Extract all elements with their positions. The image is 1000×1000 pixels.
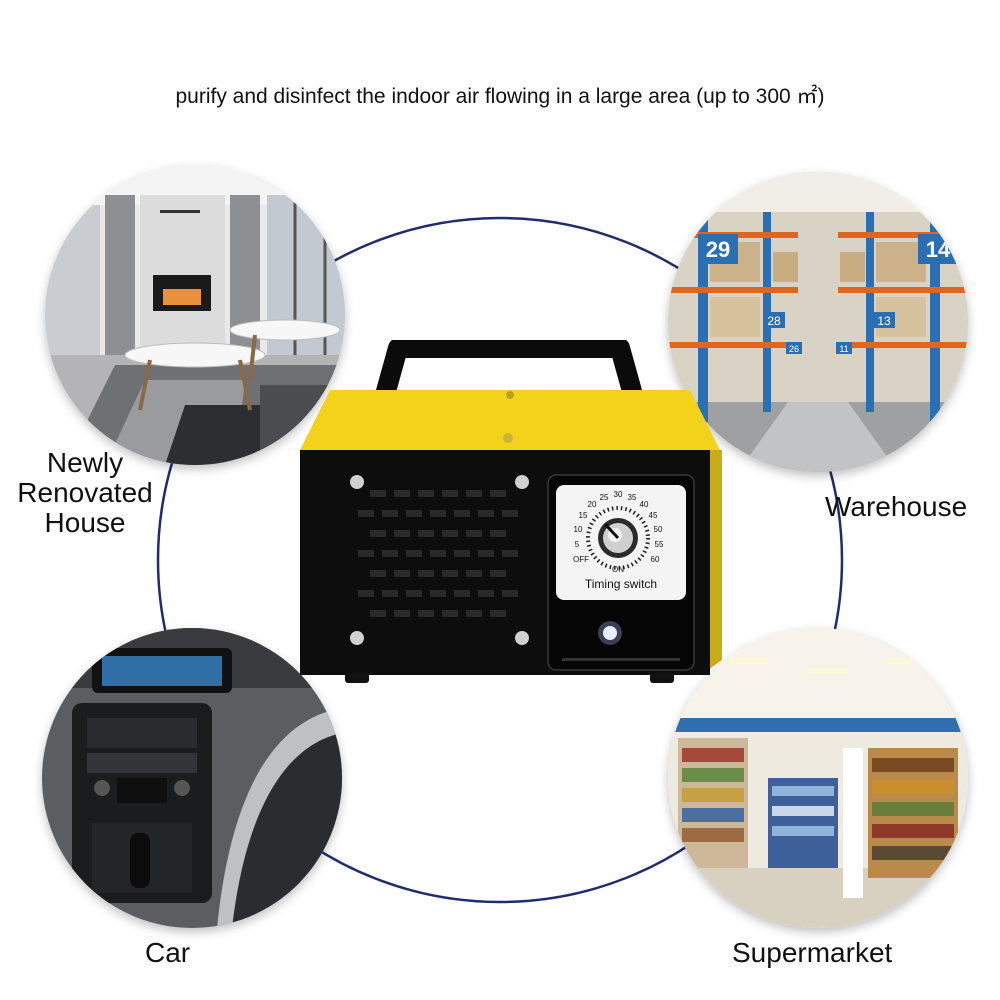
aisle-sign-28: 28 <box>767 314 781 328</box>
dial-mark-25: 25 <box>600 493 609 502</box>
dial-mark-on: ON <box>612 565 624 574</box>
dial-mark-35: 35 <box>628 493 637 502</box>
dial-mark-40: 40 <box>640 500 649 509</box>
dial-mark-off: OFF <box>573 555 589 564</box>
dial-mark-60: 60 <box>651 555 660 564</box>
warehouse-label: Warehouse <box>825 491 968 522</box>
aisle-sign-26: 26 <box>789 344 799 354</box>
dial-mark-30: 30 <box>614 490 623 499</box>
timing-switch-label: Timing switch <box>585 577 657 591</box>
aisle-sign-11: 11 <box>839 344 848 354</box>
dial-mark-10: 10 <box>574 525 583 534</box>
dial-mark-15: 15 <box>579 511 588 520</box>
dial-mark-45: 45 <box>649 511 658 520</box>
headline: purify and disinfect the indoor air flow… <box>175 85 825 108</box>
timer-scale: OFF 5 10 15 20 25 30 35 40 45 50 55 60 O… <box>573 490 664 574</box>
device-top <box>300 390 720 450</box>
dial-mark-5: 5 <box>575 540 580 549</box>
ozone-generator-device: OFF 5 10 15 20 25 30 35 40 45 50 55 60 O… <box>290 338 730 690</box>
car-scene-image <box>42 628 342 928</box>
house-label-line-2: Renovated <box>17 477 153 508</box>
house-label-line-1: Newly <box>46 447 124 478</box>
dial-mark-50: 50 <box>654 525 663 534</box>
house-label: Newly Renovated House <box>10 448 160 538</box>
dial-mark-20: 20 <box>588 500 597 509</box>
aisle-sign-29: 29 <box>706 237 730 262</box>
dial-mark-55: 55 <box>655 540 664 549</box>
aisle-sign-13: 13 <box>877 314 891 328</box>
car-label: Car <box>145 937 191 968</box>
carry-handle <box>368 338 650 423</box>
air-vent-grille <box>358 490 518 617</box>
timer-knob[interactable] <box>598 518 638 558</box>
house-label-line-3: House <box>44 507 126 538</box>
supermarket-label: Supermarket <box>732 937 893 968</box>
supermarket-scene-image <box>668 628 968 928</box>
